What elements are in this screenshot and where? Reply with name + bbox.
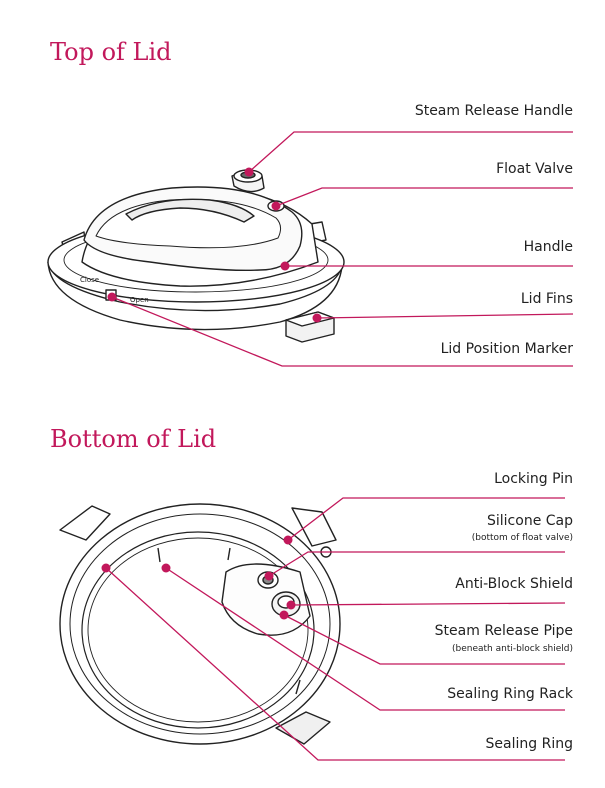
bottom-of-lid-title: Bottom of Lid <box>50 425 217 453</box>
top-of-lid-title: Top of Lid <box>50 38 172 66</box>
leader-sealing-ring <box>105 567 565 761</box>
label-locking-pin: Locking Pin <box>494 471 573 487</box>
leader-lid-position-marker <box>111 296 573 367</box>
leader-anti-block-shield <box>290 602 566 606</box>
leader-steam-release-handle <box>248 131 573 173</box>
label-silicone-cap: Silicone Cap <box>487 513 573 529</box>
leader-silicone-cap <box>268 551 565 577</box>
dot-steam-release-handle <box>244 167 254 177</box>
label-sealing-ring-rack: Sealing Ring Rack <box>447 686 573 702</box>
leader-locking-pin <box>287 497 565 541</box>
label-anti-block-shield: Anti-Block Shield <box>455 576 573 592</box>
label-silicone-cap-note: (bottom of float valve) <box>471 533 573 543</box>
label-lid-position-marker: Lid Position Marker <box>440 341 573 357</box>
label-sealing-ring: Sealing Ring <box>485 736 573 752</box>
label-float-valve: Float Valve <box>496 161 573 177</box>
bottom-leader-dots <box>101 535 296 620</box>
top-leader-dots <box>107 167 322 323</box>
label-steam-release-handle: Steam Release Handle <box>414 103 573 119</box>
dot-sealing-ring <box>101 563 111 573</box>
leader-float-valve <box>275 187 573 207</box>
dot-locking-pin <box>283 535 293 545</box>
label-steam-release-pipe-note: (beneath anti-block shield) <box>451 644 573 654</box>
dot-steam-release-pipe <box>279 610 289 620</box>
leader-lid-fins <box>316 313 574 319</box>
leader-sealing-ring-rack <box>165 567 565 711</box>
leader-steam-release-pipe <box>283 614 565 665</box>
label-steam-release-pipe: Steam Release Pipe <box>434 623 573 639</box>
top-lid-illustration <box>47 169 345 343</box>
dot-anti-block-shield <box>286 600 296 610</box>
top-leader-lines <box>111 131 574 367</box>
dot-float-valve <box>271 201 281 211</box>
bottom-leader-lines <box>105 497 566 761</box>
dot-silicone-cap <box>264 571 274 581</box>
label-lid-fins: Lid Fins <box>520 291 573 307</box>
dot-handle <box>280 261 290 271</box>
dot-lid-position-marker <box>107 292 117 302</box>
lid-close-mark: Close <box>80 276 99 284</box>
bottom-lid-illustration <box>59 503 341 745</box>
dot-lid-fins <box>312 313 322 323</box>
dot-sealing-ring-rack <box>161 563 171 573</box>
lid-open-mark: Open <box>130 296 149 304</box>
label-handle: Handle <box>523 239 573 255</box>
